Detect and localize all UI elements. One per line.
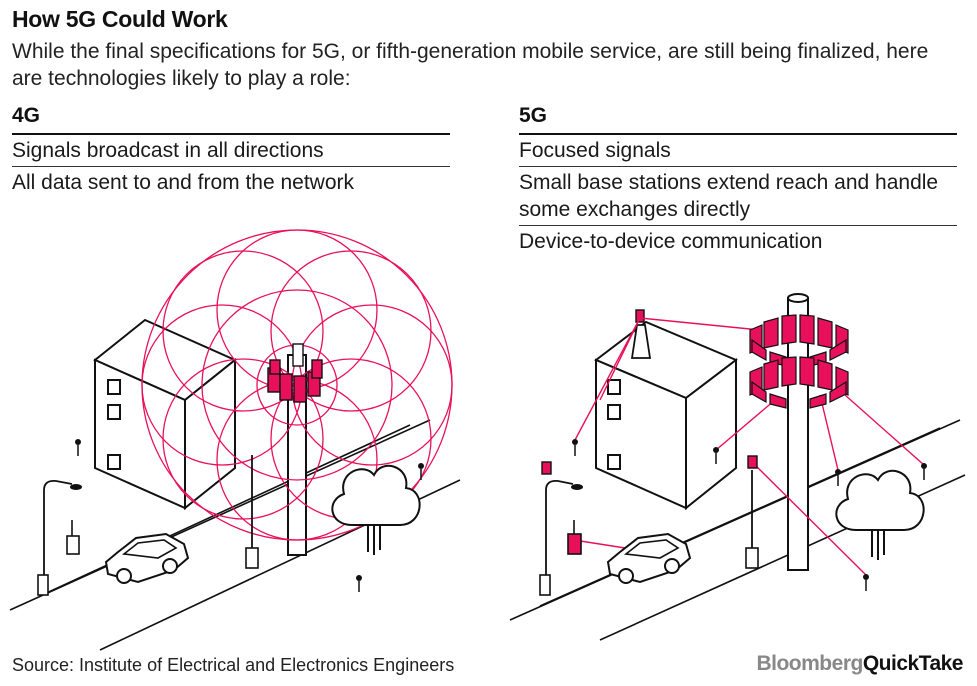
- column-5g-row: Focused signals: [519, 135, 957, 167]
- scene-5g: [509, 293, 966, 641]
- column-4g-heading: 4G: [12, 104, 450, 135]
- page-title: How 5G Could Work: [12, 6, 228, 32]
- antenna-ring-upper: [749, 314, 849, 367]
- brand-logo-b: QuickTake: [862, 652, 964, 675]
- page-subtitle: While the final specifications for 5G, o…: [12, 40, 929, 90]
- focused-signal-lines: [573, 317, 925, 576]
- column-4g-row: Signals broadcast in all directions: [12, 135, 450, 167]
- broadcast-circles: [141, 229, 453, 541]
- column-5g-row: Small base stations extend reach and han…: [519, 167, 957, 226]
- scene-4g: [9, 229, 461, 651]
- brand-logo-a: Bloomberg: [756, 652, 863, 675]
- column-5g-heading: 5G: [519, 104, 957, 135]
- antenna-ring-lower: [749, 356, 849, 409]
- column-4g: 4G Signals broadcast in all directions A…: [12, 104, 450, 198]
- column-4g-row: All data sent to and from the network: [12, 171, 355, 194]
- source-note: Source: Institute of Electrical and Elec…: [12, 655, 455, 675]
- column-5g-row: Device-to-device communication: [519, 230, 823, 253]
- antenna-cluster-4g: [267, 343, 323, 403]
- column-5g: 5G Focused signals Small base stations e…: [519, 104, 957, 257]
- brand-logo: BloombergQuickTake: [756, 652, 963, 676]
